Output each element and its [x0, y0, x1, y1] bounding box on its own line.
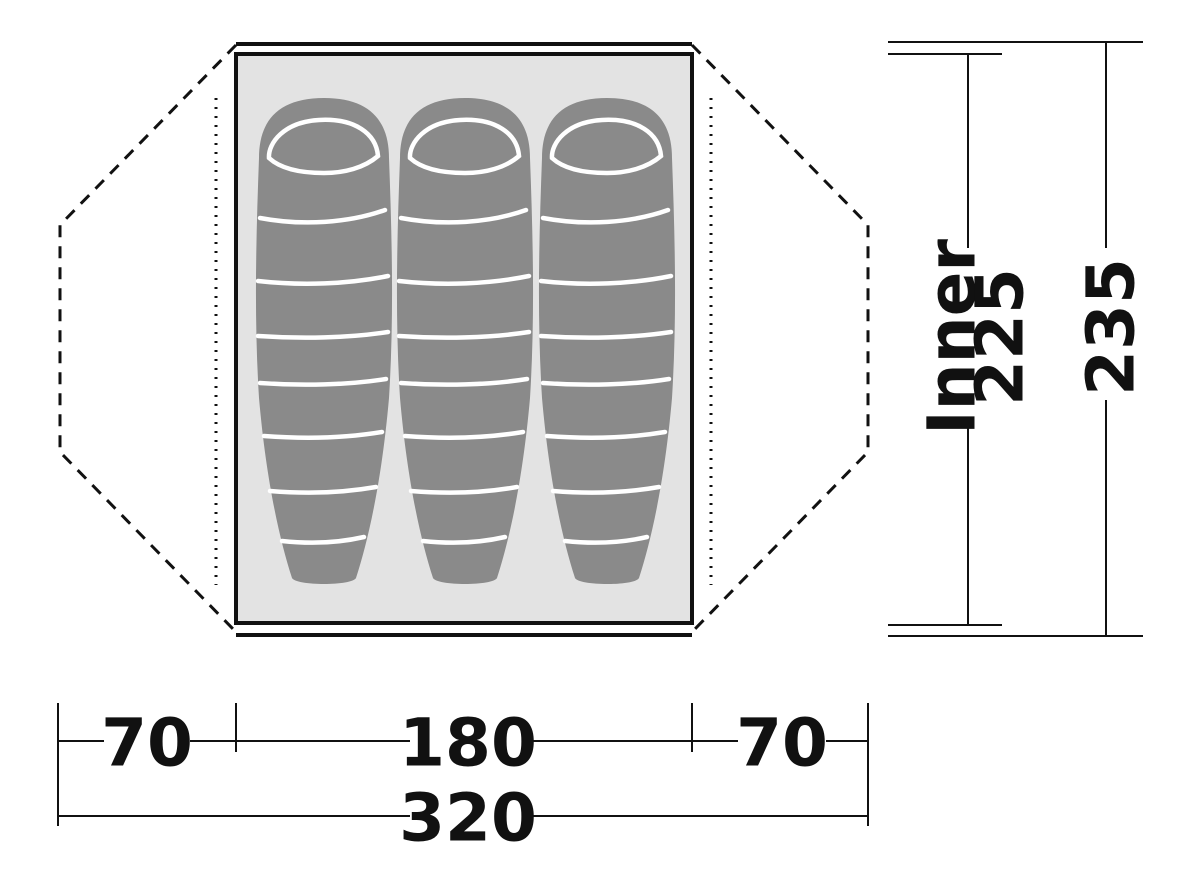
inner-length-value: 225	[962, 268, 1039, 406]
sleeping-bags	[256, 98, 675, 584]
vestibule-right-width: 70	[736, 705, 828, 782]
total-width-value: 320	[399, 780, 537, 857]
inner-label: Inner	[914, 239, 991, 435]
sleeping-bag-3	[539, 98, 675, 584]
sleeping-bag-1	[256, 98, 392, 584]
outer-fly-outline	[58, 43, 870, 634]
inner-width-value: 180	[399, 705, 537, 782]
sleeping-bag-2	[397, 98, 533, 584]
door-dotted-lines	[214, 98, 713, 585]
vestibule-left-width: 70	[101, 705, 193, 782]
total-length-value: 235	[1073, 258, 1150, 396]
width-dimension-lines	[57, 703, 869, 826]
length-dimension-lines	[888, 41, 1143, 637]
